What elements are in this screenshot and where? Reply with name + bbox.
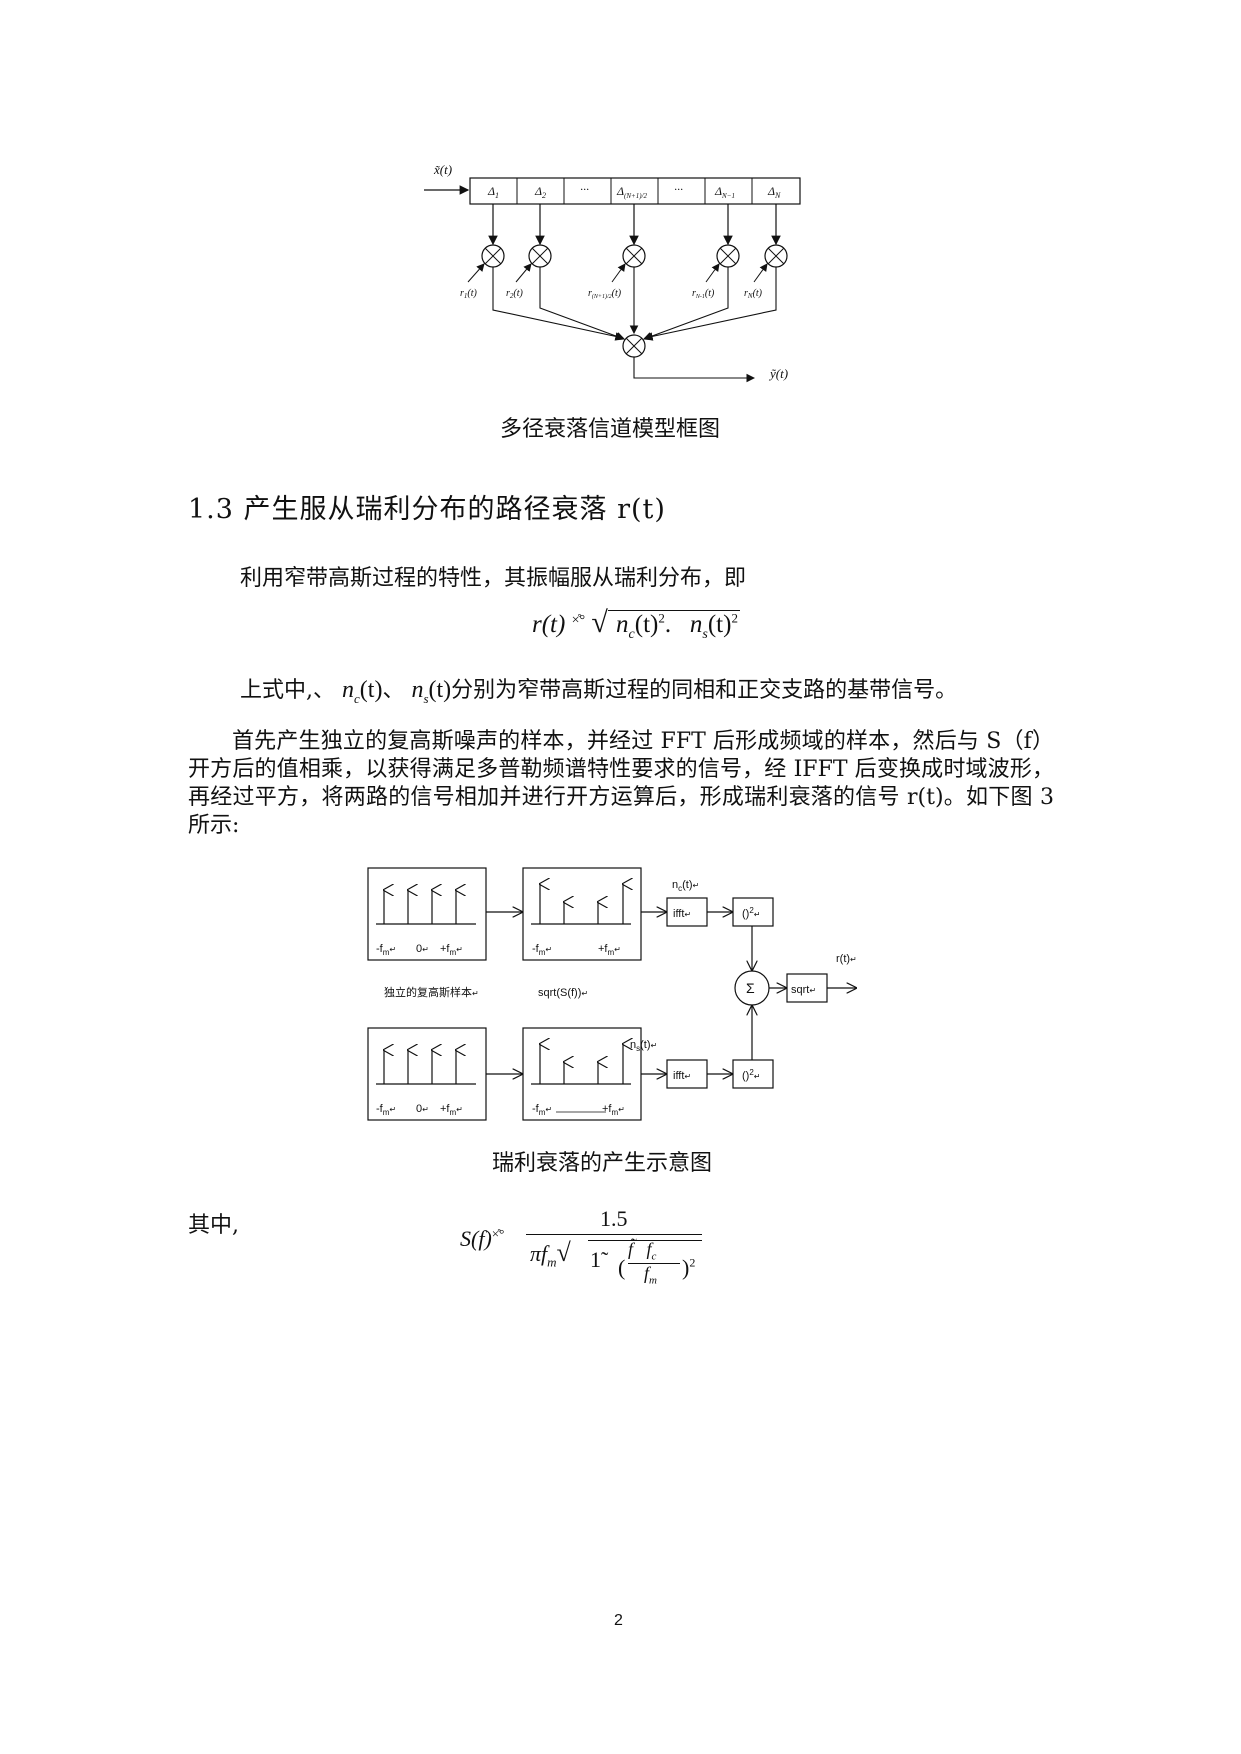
eq2-inner-numerator: f̃ fc (628, 1239, 657, 1263)
sqrt-box: sqrt↵ (791, 984, 816, 996)
gain-label-n: rN(t) (744, 288, 763, 300)
delay-cell-mid: Δ(N+1)/2 (616, 184, 648, 200)
square-box-bottom: ()2↵ (742, 1068, 760, 1082)
gain-label-mid: r(N+1)/2(t) (588, 288, 622, 300)
delay-cell-n: ΔN (767, 184, 781, 200)
section-heading: 1.3 产生服从瑞利分布的路径衰落 r(t) (188, 494, 666, 525)
delay-cell-1: Δ1 (487, 184, 499, 200)
paragraph-2: 上式中,、 nc(t)、 ns(t)分别为窄带高斯过程的同相和正交支路的基带信号… (240, 677, 958, 706)
paragraph-4: 其中, (188, 1213, 239, 1238)
square-box-top: ()2↵ (742, 906, 760, 920)
eq2-radicand: 1̃ ( f̃ fc fm )2 (588, 1239, 702, 1287)
sum-node: Σ (746, 980, 755, 996)
paragraph-1: 利用窄带高斯过程的特性，其振幅服从瑞利分布，即 (240, 566, 747, 591)
delay-cell-ellipsis-1: ··· (580, 182, 589, 196)
equation-rayleigh-amplitude: r(t) ×̊° √ nc(t)2. ns(t)2 (532, 606, 740, 643)
nc-signal-label: nc(t)↵ (672, 879, 699, 893)
delay-cell-ellipsis-2: ··· (674, 182, 683, 196)
inline-nc: nc(t) (342, 677, 383, 706)
tm-label-plus-fm: +fm↵ (598, 943, 621, 957)
input-signal-label: x̃(t) (433, 162, 452, 177)
eq2-denominator: πfm√ (530, 1238, 571, 1270)
ifft-box-bottom: ifft↵ (673, 1070, 691, 1082)
figure1-caption: 多径衰落信道模型框图 (500, 417, 721, 442)
eq2-lhs: S(f)×̊° (460, 1226, 505, 1251)
output-rt-label: r(t)↵ (836, 953, 857, 965)
eq2-fraction-bar (526, 1234, 702, 1235)
note-sqrt-sf: sqrt(S(f))↵ (538, 987, 588, 999)
gain-label-1: r1(t) (460, 288, 478, 300)
ifft-box-top: ifft↵ (673, 908, 691, 920)
eq1-radicand: nc(t)2. ns(t)2 (607, 610, 740, 642)
bl-label-minus-fm: -fm↵ (376, 1103, 396, 1117)
tl-label-plus-fm: +fm↵ (440, 943, 463, 957)
eq2-numerator: 1.5 (600, 1206, 628, 1231)
delay-cell-2: Δ2 (534, 184, 546, 200)
output-signal-label: ỹ(t) (768, 366, 788, 381)
bl-label-zero: 0↵ (416, 1103, 429, 1115)
note-independent-samples: 独立的复高斯样本↵ (384, 985, 479, 999)
sqrt-sign: √ (591, 606, 608, 639)
page-number: 2 (614, 1612, 623, 1629)
bm-label-plus-fm: +fm↵ (602, 1103, 625, 1117)
multipath-channel-diagram: x̃(t) Δ1 Δ2 ··· Δ(N+1)/2 ··· ΔN−1 ΔN (424, 162, 801, 383)
equation-doppler-spectrum: S(f)×̊° 1.5 πfm√ 1̃ ( f̃ fc fm )2 (460, 1206, 720, 1306)
paragraph-3: 首先产生独立的复高斯噪声的样本，并经过 FFT 后形成频域的样本，然后与 S（f… (188, 729, 1054, 838)
tm-label-minus-fm: -fm↵ (532, 943, 552, 957)
ns-signal-label: ns(t)↵ (630, 1039, 657, 1053)
gain-label-n-1: rN-1(t) (692, 288, 715, 300)
tl-label-minus-fm: -fm↵ (376, 943, 396, 957)
bl-label-plus-fm: +fm↵ (440, 1103, 463, 1117)
gain-label-2: r2(t) (506, 288, 524, 300)
figure2-caption: 瑞利衰落的产生示意图 (492, 1151, 713, 1176)
inline-ns: ns(t) (411, 677, 452, 706)
eq2-inner-denominator: fm (644, 1263, 657, 1287)
eq1-lhs: r(t) (532, 611, 566, 638)
tl-label-zero: 0↵ (416, 943, 429, 955)
eq1-equals: ×̊° (571, 613, 586, 628)
bm-label-minus-fm: -fm↵ (532, 1103, 552, 1117)
rayleigh-generation-diagram: -fm↵ 0↵ +fm↵ -fm↵ +fm↵ -fm↵ 0↵ +fm↵ -fm↵… (367, 867, 886, 1121)
delay-cell-n-1: ΔN−1 (714, 184, 735, 200)
